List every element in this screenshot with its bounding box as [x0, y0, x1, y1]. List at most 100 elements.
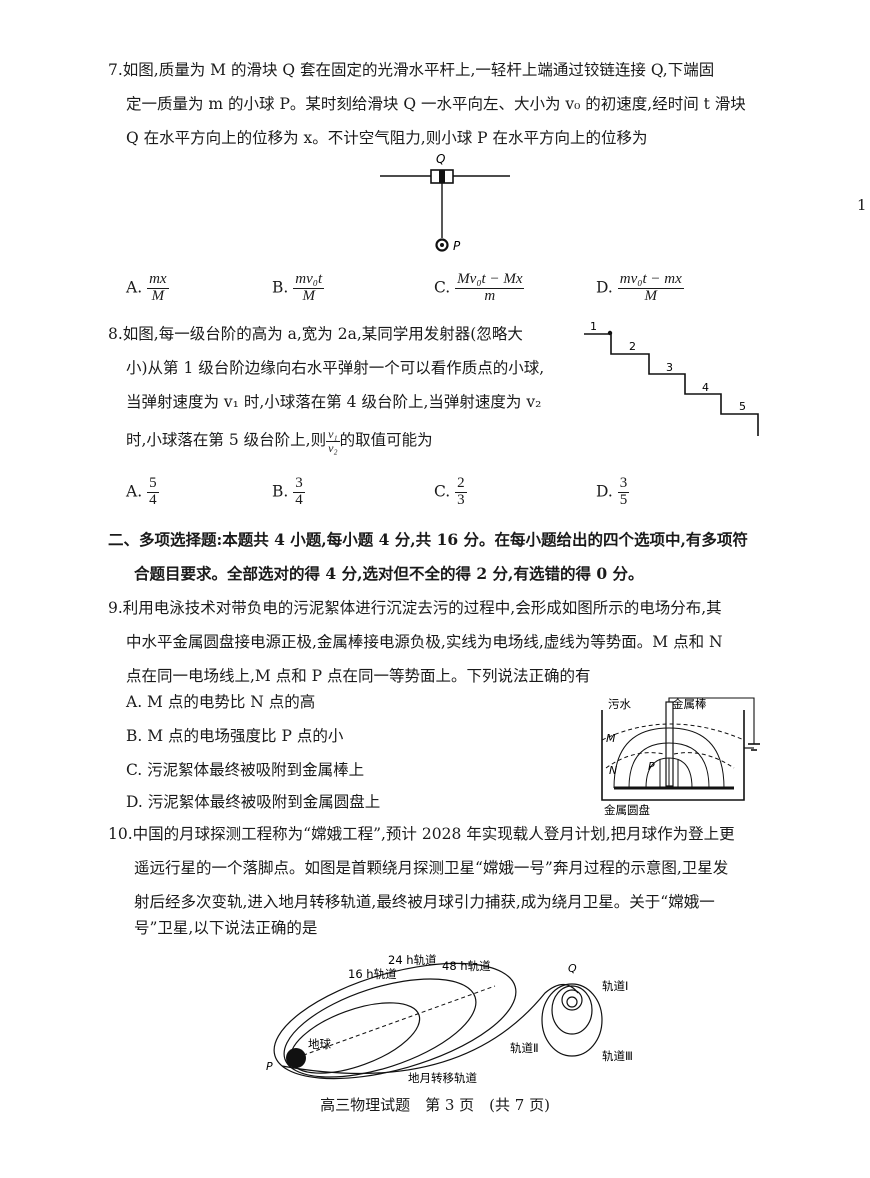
q8-line-2: 小)从第 1 级台阶边缘向右水平弹射一个可以看作质点的小球, — [126, 359, 545, 377]
q9-line-3: 点在同一电场线上,M 点和 P 点在同一等势面上。下列说法正确的有 — [126, 667, 591, 685]
denominator: M — [302, 287, 315, 304]
ratio-denominator: v₂ — [328, 440, 338, 455]
step-label-4: 4 — [702, 381, 709, 394]
label-q: Q — [436, 152, 445, 166]
denominator: 4 — [295, 491, 303, 508]
field-line-outer — [613, 727, 725, 789]
orbit-1 — [561, 989, 583, 1011]
q7-line-2: 定一质量为 m 的小球 P。某时刻给滑块 Q 一水平向左、大小为 v₀ 的初速度… — [126, 95, 746, 113]
q8-figure-staircase: 1 2 3 4 5 — [584, 320, 759, 436]
ball-center — [440, 243, 444, 247]
q9-figure-electrophoresis: 污水 金属棒 M N P 金属圆盘 — [601, 697, 760, 817]
tank-outline — [601, 710, 745, 801]
page-footer: 高三物理试题 第 3 页 (共 7 页) — [320, 1096, 550, 1114]
label-16h: 16 h轨道 — [348, 967, 397, 981]
option-letter: B. — [272, 278, 289, 297]
q9-option-c: C. 污泥絮体最终被吸附到金属棒上 — [126, 761, 365, 779]
numerator: 5 — [147, 475, 159, 493]
orbit-2 — [551, 985, 593, 1035]
q10-line-1: 10.中国的月球探测工程称为“嫦娥工程”,预计 2028 年实现载人登月计划,把… — [108, 825, 735, 843]
numerator: Mv₀t − Mx — [455, 271, 525, 289]
label-earth: 地球 — [308, 1037, 331, 1051]
label-p: P — [453, 239, 461, 253]
axis-dashed — [289, 985, 496, 1061]
numerator: 3 — [293, 475, 305, 493]
launcher-point — [607, 330, 613, 336]
numerator: 2 — [455, 475, 467, 493]
orbit-16h — [289, 1002, 421, 1074]
q10-figure-orbits: 16 h轨道 24 h轨道 48 h轨道 地球 P Q 轨道Ⅰ 轨道Ⅱ 轨道Ⅲ … — [266, 953, 633, 1085]
orbit-3 — [541, 983, 603, 1057]
denominator: 4 — [149, 491, 157, 508]
step-label-3: 3 — [666, 361, 673, 374]
option-letter: B. — [272, 482, 289, 501]
q10-line-4: 号”卫星,以下说法正确的是 — [134, 919, 318, 937]
label-orbit-3: 轨道Ⅲ — [602, 1049, 633, 1063]
label-orbit-2: 轨道Ⅱ — [510, 1041, 539, 1055]
numerator: mx — [147, 271, 169, 289]
orbit-24h — [283, 978, 477, 1078]
step-label-1: 1 — [590, 320, 597, 333]
equipotential-2 — [605, 752, 665, 769]
label-rod: 金属棒 — [672, 697, 707, 711]
q9-option-b: B. M 点的电场强度比 P 点的小 — [126, 727, 344, 745]
hinge-mark — [439, 170, 445, 183]
ratio-numerator: v₁ — [326, 427, 340, 442]
q9-line-2: 中水平金属圆盘接电源正极,金属棒接电源负极,实线为电场线,虚线为等势面。M 点和… — [126, 633, 723, 651]
label-m: M — [606, 732, 616, 745]
q9-line-1: 9.利用电泳技术对带负电的污泥絮体进行沉淀去污的过程中,会形成如图所示的电场分布… — [108, 599, 722, 617]
q7-figure-slider-pendulum: Q P — [380, 152, 510, 253]
label-48h: 48 h轨道 — [442, 959, 491, 973]
denominator: 3 — [457, 491, 465, 508]
option-letter: A. — [126, 278, 143, 297]
q7-line-1: 7.如图,质量为 M 的滑块 Q 套在固定的光滑水平杆上,一轻杆上端通过铰链连接… — [108, 61, 715, 79]
denominator: 5 — [619, 491, 628, 508]
q8-line-1: 8.如图,每一级台阶的高为 a,宽为 2a,某同学用发射器(忽略大 — [108, 325, 523, 343]
q7-line-3: Q 在水平方向上的位移为 x。不计空气阻力,则小球 P 在水平方向上的位移为 — [126, 129, 648, 147]
field-line-middle — [628, 742, 710, 789]
wire-to-rod — [668, 697, 755, 744]
q8-line-3: 当弹射速度为 v₁ 时,小球落在第 4 级台阶上,当弹射速度为 v₂ — [126, 393, 542, 411]
label-p: P — [648, 760, 655, 773]
option-letter: D. — [596, 278, 613, 297]
margin-page-number: 1 — [857, 196, 867, 214]
numerator: mv₀t − mx — [617, 271, 684, 289]
label-water: 污水 — [608, 697, 631, 711]
q10-line-3: 射后经多次变轨,进入地月转移轨道,最终被月球引力捕获,成为绕月卫星。关于“嫦娥一 — [134, 893, 715, 911]
equipotential-3 — [673, 752, 735, 769]
label-p: P — [266, 1060, 273, 1073]
denominator: m — [484, 287, 496, 304]
label-transfer: 地月转移轨道 — [408, 1071, 477, 1085]
orbit-48h — [273, 962, 517, 1080]
label-disk: 金属圆盘 — [604, 803, 650, 817]
moon — [566, 996, 578, 1008]
numerator: mv₀t — [293, 271, 325, 289]
denominator: M — [151, 287, 165, 304]
equipotential-1 — [601, 723, 745, 741]
q8-line-4-post: 的取值可能为 — [339, 431, 433, 450]
label-q: Q — [568, 962, 577, 975]
q9-option-a: A. M 点的电势比 N 点的高 — [126, 693, 316, 711]
denominator: M — [644, 287, 658, 304]
section-2-line-2: 合题目要求。全部选对的得 4 分,选对但不全的得 2 分,有选错的得 0 分。 — [134, 564, 644, 583]
q9-option-d: D. 污泥絮体最终被吸附到金属圆盘上 — [126, 793, 381, 811]
earth — [286, 1048, 306, 1068]
step-label-5: 5 — [739, 400, 746, 413]
option-letter: A. — [126, 482, 143, 501]
label-n: N — [609, 764, 617, 777]
stairs-outline — [584, 333, 759, 436]
numerator: 3 — [617, 475, 630, 493]
step-label-2: 2 — [629, 340, 636, 353]
transfer-orbit — [281, 983, 579, 1075]
option-letter: C. — [434, 278, 451, 297]
q8-line-4-pre: 时,小球落在第 5 级台阶上,则 — [126, 431, 327, 450]
option-letter: D. — [596, 482, 613, 501]
